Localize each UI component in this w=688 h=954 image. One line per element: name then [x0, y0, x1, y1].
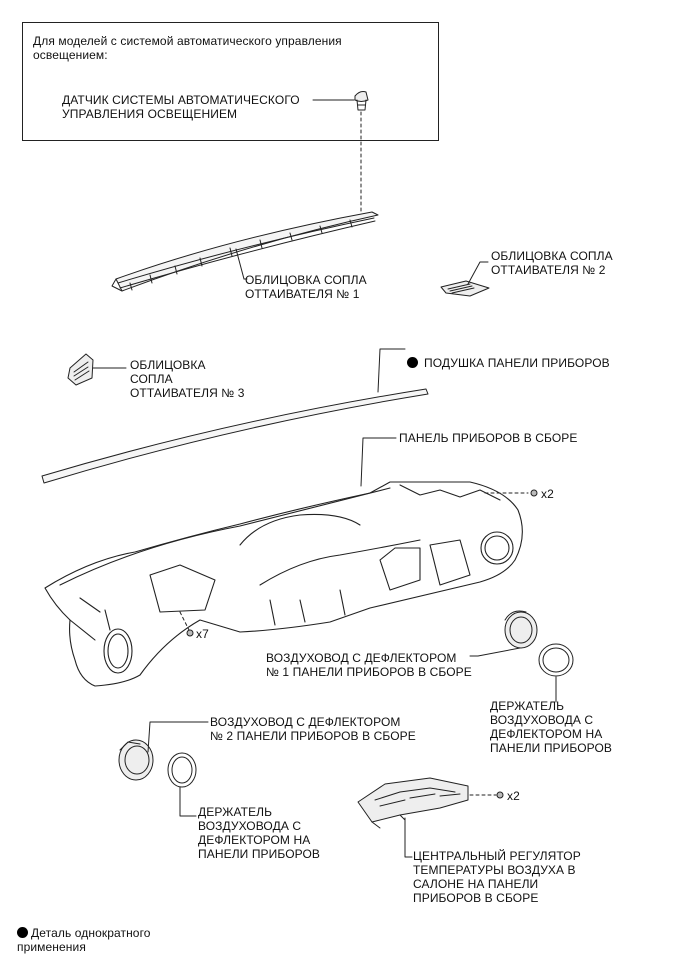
defroster-nozzle-1-part	[111, 211, 379, 292]
label-defroster-nozzle-2: ОБЛИЦОВКА СОПЛА ОТТАИВАТЕЛЯ № 2	[491, 249, 613, 277]
label-duct-2: ВОЗДУХОВОД С ДЕФЛЕКТОРОМ № 2 ПАНЕЛИ ПРИБ…	[210, 715, 416, 743]
duct-2-part	[118, 739, 154, 781]
panel-cushion-part	[41, 388, 429, 484]
label-light-sensor: ДАТЧИК СИСТЕМЫ АВТОМАТИЧЕСКОГО УПРАВЛЕНИ…	[62, 93, 300, 121]
defroster-nozzle-2-part	[440, 280, 490, 297]
legend-single-use: Деталь однократного применения	[17, 912, 151, 954]
leader-panel	[360, 437, 397, 487]
label-center-regulator: ЦЕНТРАЛЬНЫЙ РЕГУЛЯТОР ТЕМПЕРАТУРЫ ВОЗДУХ…	[413, 849, 581, 905]
label-instrument-panel: ПАНЕЛЬ ПРИБОРОВ В СБОРЕ	[399, 431, 578, 445]
leader-center-regulator	[404, 817, 413, 858]
label-panel-cushion: ПОДУШКА ПАНЕЛИ ПРИБОРОВ	[407, 342, 610, 370]
holder-right-part	[538, 643, 574, 677]
legend-single-use-text: Деталь однократного применения	[17, 926, 151, 954]
label-duct-1: ВОЗДУХОВОД С ДЕФЛЕКТОРОМ № 1 ПАНЕЛИ ПРИБ…	[266, 651, 472, 679]
single-use-legend-icon	[17, 927, 28, 938]
label-holder-left: ДЕРЖАТЕЛЬ ВОЗДУХОВОДА С ДЕФЛЕКТОРОМ НА П…	[198, 805, 321, 861]
light-sensor-part	[354, 91, 369, 111]
label-panel-cushion-text: ПОДУШКА ПАНЕЛИ ПРИБОРОВ	[424, 356, 610, 370]
leader-cushion	[377, 348, 406, 393]
qty-regulator-screws: x2	[507, 789, 520, 803]
defroster-nozzle-3-part	[67, 353, 94, 386]
panel-screw-right	[484, 489, 538, 497]
leader-duct-1	[469, 647, 521, 657]
leader-duct-2	[147, 721, 209, 753]
label-defroster-nozzle-3: ОБЛИЦОВКА СОПЛА ОТТАИВАТЕЛЯ № 3	[130, 358, 245, 400]
label-holder-right: ДЕРЖАТЕЛЬ ВОЗДУХОВОДА С ДЕФЛЕКТОРОМ НА П…	[490, 699, 613, 755]
leader-nozzle-2	[467, 261, 489, 285]
label-defroster-nozzle-1: ОБЛИЦОВКА СОПЛА ОТТАИВАТЕЛЯ № 1	[245, 273, 367, 301]
panel-bolt-left	[179, 611, 194, 637]
single-use-marker-icon	[407, 357, 418, 368]
duct-1-part	[504, 610, 538, 649]
center-regulator-part	[357, 777, 469, 829]
model-note-box	[22, 22, 439, 141]
leader-holder-left	[179, 786, 197, 817]
regulator-screw	[469, 791, 504, 799]
holder-left-part	[167, 752, 197, 788]
instrument-panel-part	[44, 481, 523, 687]
qty-panel-bolts: x7	[196, 627, 209, 641]
qty-panel-screws: x2	[541, 487, 554, 501]
model-note-caption: Для моделей с системой автоматического у…	[33, 34, 342, 62]
leader-nozzle-1	[235, 248, 245, 280]
